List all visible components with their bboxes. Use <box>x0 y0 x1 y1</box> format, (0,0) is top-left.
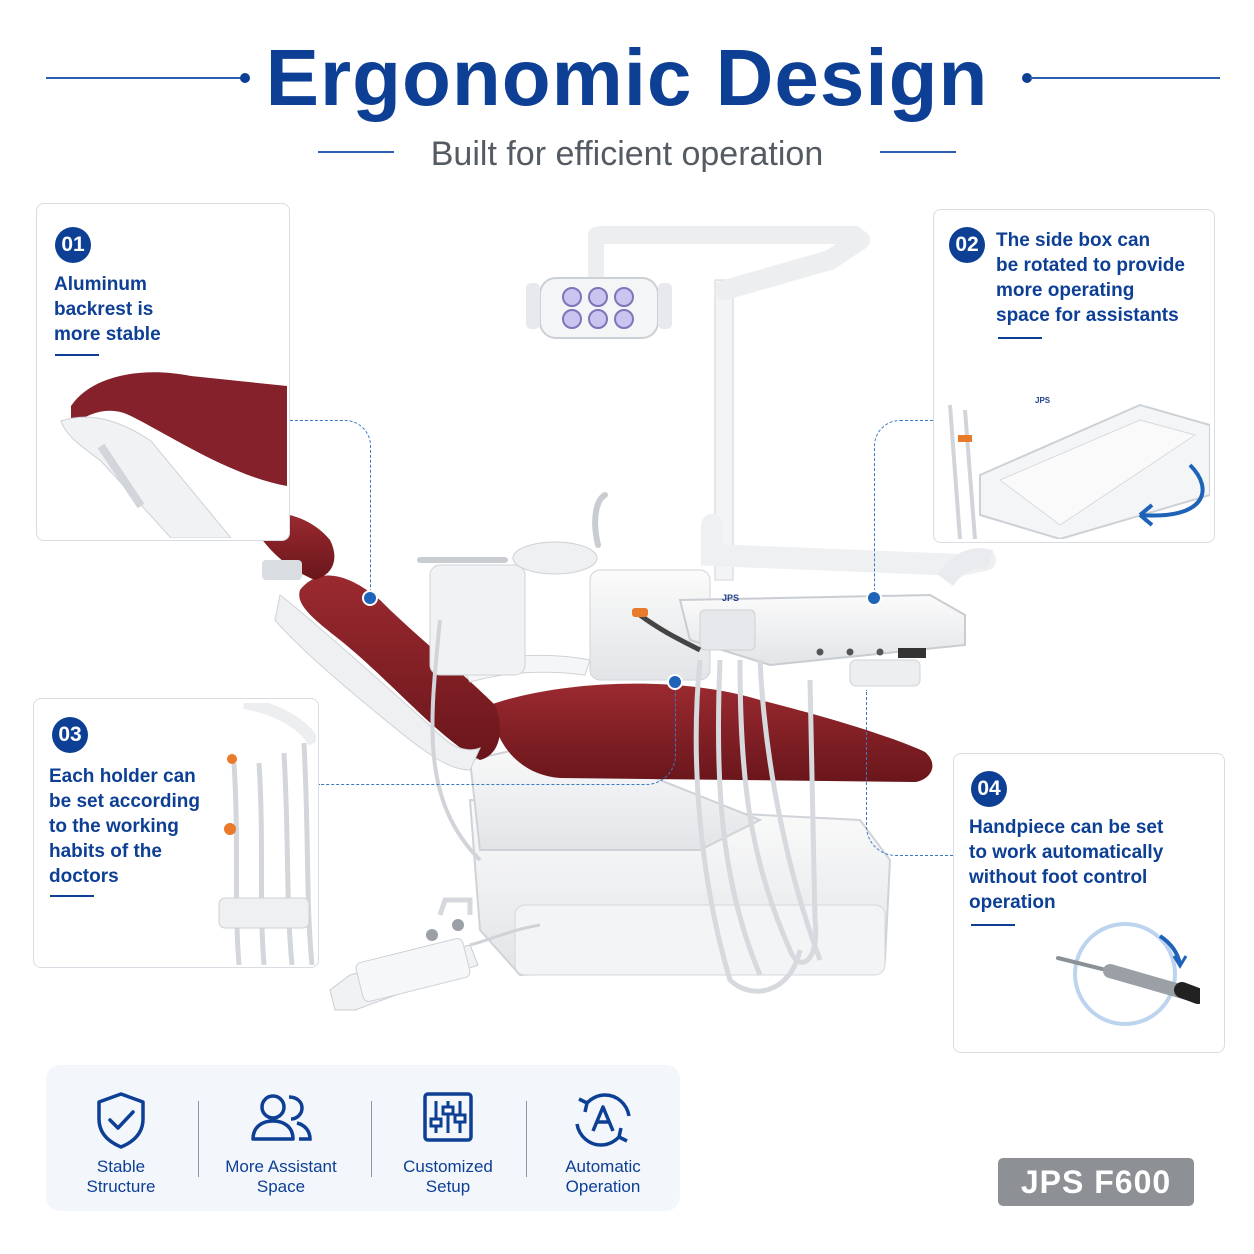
callout-underline-03 <box>50 895 94 897</box>
callout-marker-02 <box>866 590 882 606</box>
callout-text-04: Handpiece can be set to work automatical… <box>969 817 1164 913</box>
callout-card-01: 01 Aluminum backrest is more stable <box>36 203 290 541</box>
title-rule-right-dot <box>1022 73 1032 83</box>
title-rule-left <box>46 77 242 79</box>
feature-stable-structure: Stable Structure <box>46 1065 196 1211</box>
feature-divider <box>371 1101 372 1177</box>
shield-check-icon <box>97 1092 145 1149</box>
model-badge: JPS F600 <box>998 1158 1194 1206</box>
feature-label-stable-structure: Stable Structure <box>86 1157 156 1196</box>
callout-text-02: The side box can be rotated to provide m… <box>996 230 1185 326</box>
side-box-detail-image: JPS <box>948 396 1210 539</box>
feature-label-automatic-operation: Automatic Operation <box>565 1157 641 1196</box>
callout-underline-04 <box>971 924 1015 926</box>
callout-connector-03 <box>319 680 676 785</box>
svg-text:JPS: JPS <box>1035 396 1051 405</box>
handpiece-detail-image <box>1056 922 1200 1026</box>
feature-customized-setup: Customized Setup <box>373 1065 523 1211</box>
holder-detail-image <box>218 703 316 965</box>
callout-card-02: 02 The side box can be rotated to provid… <box>933 209 1215 543</box>
callout-card-03: 03 Each holder can be set according to t… <box>33 698 319 968</box>
callout-connector-01 <box>290 420 371 599</box>
feature-label-customized-setup: Customized Setup <box>403 1157 493 1196</box>
feature-more-assistant-space: More Assistant Space <box>206 1065 356 1211</box>
feature-divider <box>198 1101 199 1177</box>
callout-connector-02 <box>874 420 934 599</box>
callout-card-04: 04 Handpiece can be set to work automati… <box>953 753 1225 1053</box>
page-subtitle: Built for efficient operation <box>430 135 824 173</box>
chair-logo-text: JPS <box>722 593 739 603</box>
dental-chair-illustration: JPS <box>250 226 996 1011</box>
sliders-icon <box>423 1092 473 1142</box>
callout-badge-04: 04 <box>971 771 1007 807</box>
callout-badge-02: 02 <box>949 227 985 263</box>
title-rule-right <box>1030 77 1220 79</box>
callout-text-03: Each holder can be set according to the … <box>49 766 200 887</box>
callout-marker-03 <box>667 674 683 690</box>
subtitle-rule-right <box>880 151 956 153</box>
backrest-detail-image <box>60 372 287 538</box>
feature-divider <box>526 1101 527 1177</box>
callout-connector-04 <box>866 690 954 856</box>
callout-badge-01: 01 <box>55 227 91 263</box>
callout-marker-01 <box>362 590 378 606</box>
subtitle-rule-left <box>318 151 394 153</box>
title-rule-left-dot <box>240 73 250 83</box>
page-title: Ergonomic Design <box>265 33 989 122</box>
callout-underline-01 <box>55 354 99 356</box>
callout-badge-03: 03 <box>52 717 88 753</box>
feature-bar: Stable Structure More Assistant Space Cu… <box>46 1065 680 1211</box>
feature-label-more-assistant-space: More Assistant Space <box>225 1157 337 1196</box>
auto-rotate-icon <box>575 1093 631 1147</box>
users-icon <box>251 1094 312 1141</box>
callout-underline-02 <box>998 337 1042 339</box>
callout-text-01: Aluminum backrest is more stable <box>54 274 161 345</box>
feature-automatic-operation: Automatic Operation <box>528 1065 678 1211</box>
